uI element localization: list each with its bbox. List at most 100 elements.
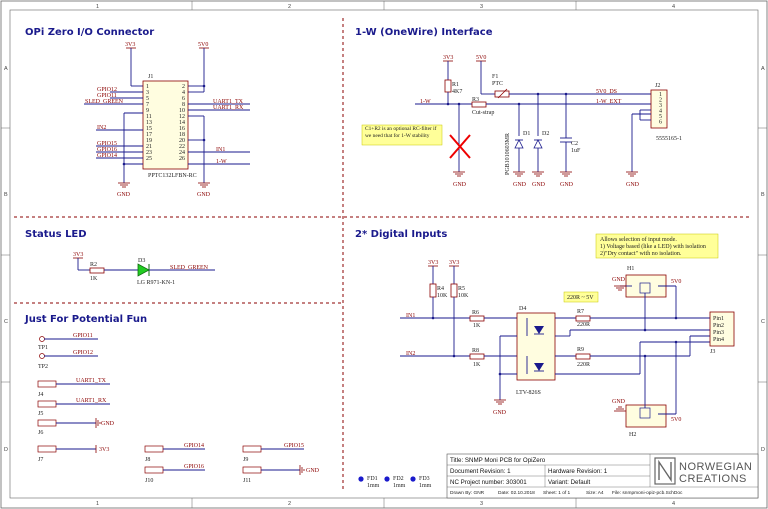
fun-tp2-net: GPIO12 <box>73 350 93 356</box>
di-note-line-1: Allows selection of input mode. <box>600 236 677 243</box>
net-uart1-tx: UART1_TX <box>213 99 244 105</box>
nc-logo-n <box>658 459 672 483</box>
col-label-4: 4 <box>672 4 675 10</box>
row-label-d-right: D <box>761 447 765 453</box>
ow-5v0-label: 5V0 <box>476 55 486 61</box>
di-gnd: GND <box>493 410 507 416</box>
tb-doc-rev: Document Revision: 1 <box>450 468 511 475</box>
net-gpio11: GPIO11 <box>97 93 117 99</box>
j1-pin-right: 12 <box>179 114 185 120</box>
r1-val: 4K7 <box>452 89 462 95</box>
r6-ref: R6 <box>472 310 479 316</box>
j3-pin3: Pin3 <box>713 330 724 336</box>
fun-j10-net: GPIO16 <box>184 464 204 470</box>
tb-file: File: snmpmoni-opiz-pcb.SchDoc <box>612 490 683 496</box>
j1-pin-left: 1 <box>146 84 149 90</box>
fun-j9-net: GPIO15 <box>284 443 304 449</box>
fd3-size: 1mm <box>419 483 432 489</box>
j1-pin-left: 9 <box>146 108 149 114</box>
j2-pin: 1 <box>659 92 662 98</box>
fun-j11-net: GND <box>306 468 320 474</box>
ow-gnd-2: GND <box>513 182 527 188</box>
tb-project: NC Project number: 303001 <box>450 479 527 486</box>
col-label-2: 2 <box>288 4 291 10</box>
nc-logo-mark <box>654 457 676 485</box>
r1-body <box>444 79 452 93</box>
j2-pin: 6 <box>659 120 662 126</box>
h2-gnd: GND <box>612 399 626 405</box>
tb-drawn: Drawn By: GNR <box>450 490 485 496</box>
r5-ref: R5 <box>458 286 465 292</box>
net-1w-ext: 1-W_EXT <box>596 99 622 105</box>
tb-date: Date: 02.10.2018 <box>498 490 535 496</box>
section-title-digital: 2* Digital Inputs <box>355 229 447 240</box>
opi-right-nets: UART1_TX UART1_RX IN1 1-W GND <box>188 99 250 198</box>
d4-body <box>516 312 556 381</box>
di-note-small: 220R ~ 5V <box>567 295 594 301</box>
section-title-onewire: 1-W (OneWire) Interface <box>355 27 493 38</box>
fun-tp2: TP2 <box>38 364 48 370</box>
r8-ref: R8 <box>472 348 479 354</box>
fd2-size: 1mm <box>393 483 406 489</box>
status-led-block: 3V3 R2 1K D3 LG R971-KN-1 SLED_GREEN <box>73 252 215 286</box>
fun-j5: J5 <box>38 411 43 417</box>
j1-pin-left: 13 <box>146 120 152 126</box>
opi-gnd-1: GND <box>117 192 131 198</box>
d1-ref: D1 <box>523 131 530 137</box>
net-gpio12: GPIO12 <box>97 87 117 93</box>
h2-ref: H2 <box>629 432 636 438</box>
opi-left-nets: GPIO12 GPIO11 SLED_GREEN IN2 GPIO15 GPIO… <box>84 87 143 198</box>
opi-5v0-label: 5V0 <box>198 42 208 48</box>
fiducial-2 <box>384 476 390 482</box>
fun-j6-net: GND <box>101 421 115 427</box>
j1-pin-right: 8 <box>182 102 185 108</box>
di-3v3-b: 3V3 <box>449 260 459 266</box>
col-label-3: 3 <box>480 4 483 10</box>
h2-5v0: 5V0 <box>671 417 681 423</box>
row-label-c-right: C <box>761 319 765 325</box>
fun-j9: J9 <box>243 457 248 463</box>
j1-pin-right: 2 <box>182 84 185 90</box>
r2-val: 1K <box>90 276 98 282</box>
j3-pin4: Pin4 <box>713 337 724 343</box>
ow-gnd-4: GND <box>560 182 574 188</box>
tb-size: Size: A4 <box>586 490 604 496</box>
c1-cross-b <box>449 134 471 159</box>
col-label-1-bottom: 1 <box>96 501 99 507</box>
d1-part: PGB1010603MR <box>505 133 511 175</box>
j2-ref: J2 <box>655 83 660 89</box>
fun-j8-net: GPIO14 <box>184 443 204 449</box>
r3-ref: R3 <box>472 97 479 103</box>
j1-pin-right: 22 <box>179 144 185 150</box>
j1-pin-right: 24 <box>179 150 185 156</box>
row-label-a-right: A <box>761 66 765 72</box>
status-3v3-label: 3V3 <box>73 252 83 258</box>
fd3-ref: FD3 <box>419 476 430 482</box>
j1-pin-right: 14 <box>179 120 185 126</box>
fun-j8: J8 <box>145 457 150 463</box>
r7-body <box>575 315 591 322</box>
j1-pin-left: 19 <box>146 138 152 144</box>
fun-tp1: TP1 <box>38 345 48 351</box>
col-label-2-bottom: 2 <box>288 501 291 507</box>
digital-inputs-block: 3V3 R4 10K 3V3 R5 10K IN1 R6 1K IN2 R8 1… <box>400 233 735 438</box>
logo-line-1: NORWEGIAN <box>679 461 752 473</box>
j1-pin-left: 5 <box>146 96 149 102</box>
r9-val: 220R <box>577 362 590 368</box>
fun-j7-net: 3V3 <box>99 447 109 453</box>
opi-3v3-label: 3V3 <box>125 42 135 48</box>
r7-ref: R7 <box>577 309 584 315</box>
h1-5v0: 5V0 <box>671 279 681 285</box>
d2-ref: D2 <box>542 131 549 137</box>
j1-pin-left: 25 <box>146 156 152 162</box>
r9-body <box>575 353 591 360</box>
j2-pin: 3 <box>659 103 662 109</box>
section-title-opi: OPi Zero I/O Connector <box>25 27 154 38</box>
fd1-size: 1mm <box>367 483 380 489</box>
tb-title: Title: SNMP Moni PCB for OpiZero <box>450 457 546 464</box>
logo-line-2: CREATIONS <box>679 473 747 485</box>
j1-pins: 1357911131517192123252468101214161820222… <box>146 84 185 162</box>
